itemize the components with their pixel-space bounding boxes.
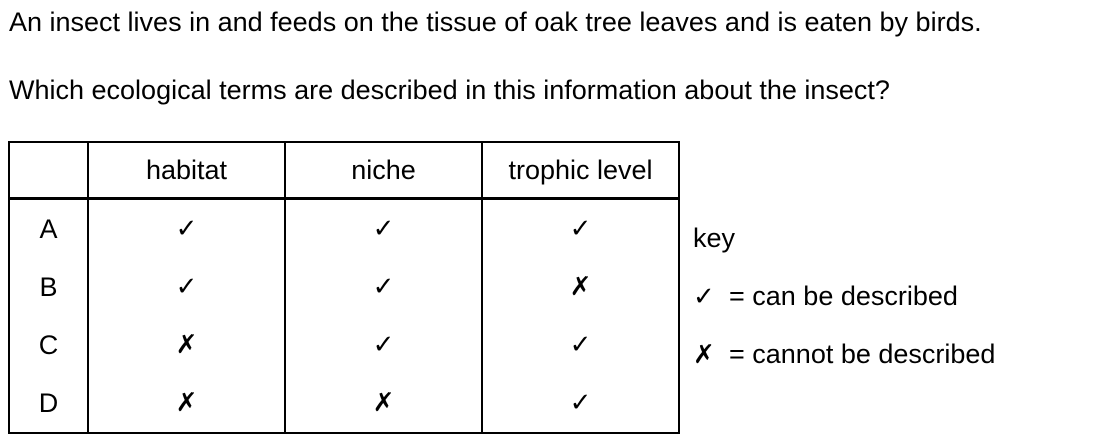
trophic-mark: ✓ — [481, 374, 680, 434]
header-niche: niche — [284, 141, 483, 200]
option-letter: B — [8, 258, 89, 316]
header-row: habitat niche trophic level — [8, 141, 680, 200]
option-letter: D — [8, 374, 89, 434]
options-table: habitat niche trophic level A ✓ ✓ ✓ B ✓ … — [8, 141, 680, 434]
option-row-b: B ✓ ✓ ✗ — [8, 258, 680, 316]
key-title: key — [693, 223, 736, 253]
key-item-tick: ✓ = can be described — [693, 281, 958, 312]
option-letter: C — [8, 316, 89, 374]
niche-mark: ✓ — [284, 316, 483, 374]
trophic-mark: ✓ — [481, 198, 680, 258]
key-item-text: = cannot be described — [729, 339, 996, 369]
trophic-mark: ✓ — [481, 316, 680, 374]
trophic-mark: ✗ — [481, 258, 680, 316]
option-row-a: A ✓ ✓ ✓ — [8, 198, 680, 258]
header-trophic-level: trophic level — [481, 141, 680, 200]
header-blank — [8, 141, 89, 200]
habitat-mark: ✓ — [87, 198, 286, 258]
cross-icon: ✗ — [693, 340, 715, 370]
header-habitat: habitat — [87, 141, 286, 200]
niche-mark: ✓ — [284, 198, 483, 258]
key-item-cross: ✗ = cannot be described — [693, 339, 996, 370]
niche-mark: ✗ — [284, 374, 483, 434]
option-row-c: C ✗ ✓ ✓ — [8, 316, 680, 374]
tick-icon: ✓ — [693, 282, 715, 312]
option-letter: A — [8, 198, 89, 258]
niche-mark: ✓ — [284, 258, 483, 316]
habitat-mark: ✗ — [87, 316, 286, 374]
option-row-d: D ✗ ✗ ✓ — [8, 374, 680, 434]
key-item-text: = can be described — [729, 281, 958, 311]
question-prompt: Which ecological terms are described in … — [9, 75, 890, 105]
question-stem: An insect lives in and feeds on the tiss… — [9, 7, 982, 37]
habitat-mark: ✓ — [87, 258, 286, 316]
habitat-mark: ✗ — [87, 374, 286, 434]
